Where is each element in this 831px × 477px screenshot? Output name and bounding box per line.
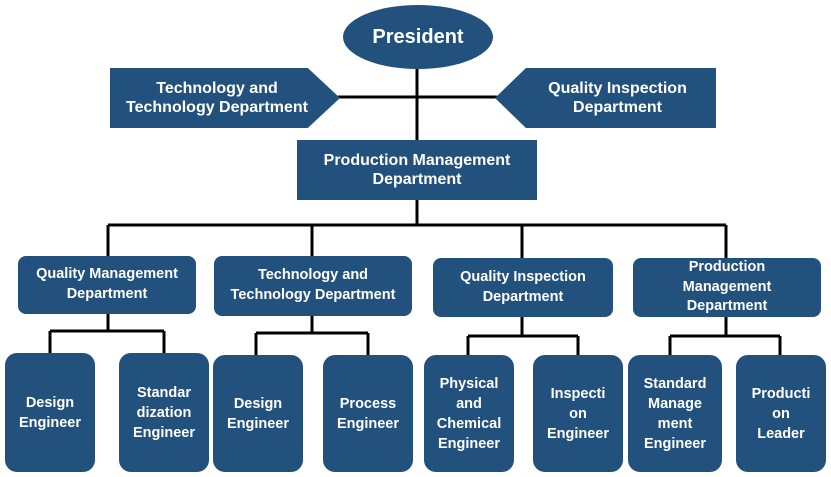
department-quality-inspection: Quality Inspection Department	[433, 258, 613, 317]
president-label: President	[372, 26, 464, 48]
role-label: Standar dization Engineer	[132, 384, 196, 441]
role-label: Inspecti on Engineer	[546, 385, 610, 442]
department-production-management: Production Management Department	[633, 258, 821, 317]
department-label: Production Management Department	[682, 259, 772, 315]
role-physical-and-chemical-engineer: Physical and Chemical Engineer	[424, 355, 514, 472]
role-label: Standard Manage ment Engineer	[643, 375, 707, 452]
role-process-engineer: Process Engineer	[323, 355, 413, 472]
advisor-technology-label: Technology and Technology Department	[126, 79, 308, 116]
role-label: Design Engineer	[18, 394, 82, 431]
role-production-leader: Producti on Leader	[736, 355, 826, 472]
department-technology: Technology and Technology Department	[214, 256, 412, 316]
department-label: Technology and Technology Department	[230, 267, 396, 303]
role-label: Design Engineer	[226, 395, 290, 432]
production-management-label: Production Management Department	[323, 151, 511, 188]
role-standard-management-engineer: Standard Manage ment Engineer	[628, 355, 722, 472]
role-label: Physical and Chemical Engineer	[436, 375, 502, 452]
department-label: Quality Inspection Department	[460, 268, 586, 305]
department-label: Quality Management Department	[36, 266, 178, 302]
department-quality-management: Quality Management Department	[18, 256, 196, 314]
advisor-technology-department: Technology and Technology Department	[110, 68, 340, 128]
role-label: Producti on Leader	[751, 385, 811, 442]
advisor-quality-inspection-label: Quality Inspection Department	[548, 79, 687, 116]
role-label: Process Engineer	[336, 395, 400, 432]
production-management-node: Production Management Department	[297, 140, 537, 200]
role-inspection-engineer: Inspecti on Engineer	[533, 355, 623, 472]
role-standardization-engineer: Standar dization Engineer	[119, 353, 209, 472]
president-node: President	[343, 5, 493, 69]
role-design-engineer: Design Engineer	[5, 353, 95, 472]
advisor-quality-inspection-department: Quality Inspection Department	[495, 68, 716, 128]
role-design-engineer: Design Engineer	[213, 355, 303, 472]
